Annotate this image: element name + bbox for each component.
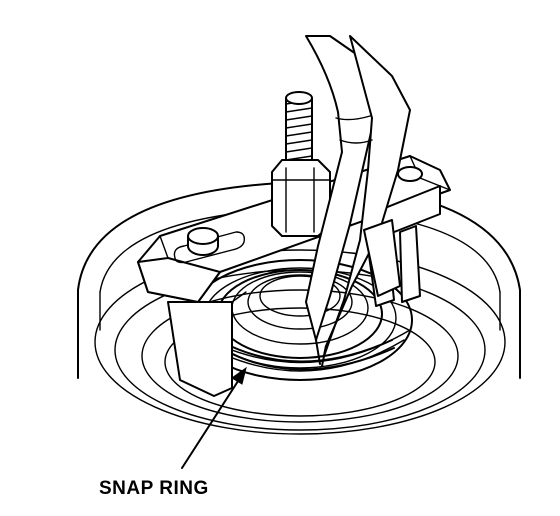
- snap-ring-label: SNAP RING: [99, 478, 209, 499]
- snap-ring: [221, 339, 395, 371]
- snap-ring-leader-line: [181, 366, 247, 469]
- center-bolt: [271, 91, 331, 237]
- snap-ring-pliers: [305, 35, 411, 367]
